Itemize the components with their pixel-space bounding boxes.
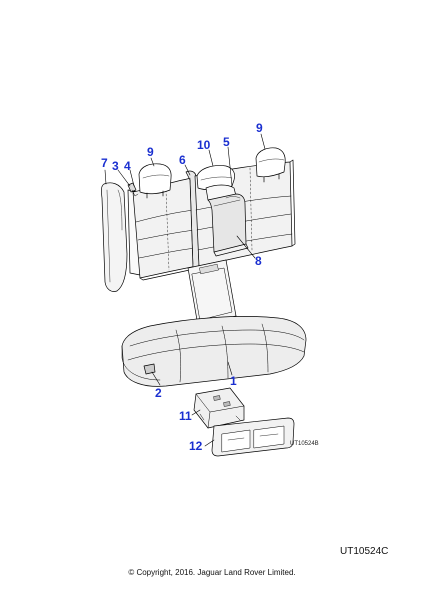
armrest-part	[207, 193, 249, 257]
callout-6: 6	[179, 153, 186, 167]
callout-4: 4	[124, 159, 131, 173]
callout-11: 11	[179, 409, 192, 423]
copyright-notice: © Copyright, 2016. Jaguar Land Rover Lim…	[128, 568, 296, 577]
left-headrest-part	[138, 163, 172, 199]
callout-5: 5	[223, 135, 230, 149]
bracket-module-part	[193, 387, 245, 429]
callout-7: 7	[101, 156, 108, 170]
right-headrest-part	[255, 147, 286, 183]
cupholder-trim-part	[211, 417, 295, 457]
callout-1: 1	[230, 374, 237, 388]
leader-lines	[104, 133, 266, 447]
latch-part	[127, 182, 139, 197]
seat-clip-part	[143, 363, 156, 375]
callout-12: 12	[189, 439, 203, 453]
diagram-code: UT10524C	[340, 546, 389, 557]
seat-cushion-part	[121, 316, 307, 387]
callout-3: 3	[112, 159, 119, 173]
callout-9-left: 9	[147, 145, 154, 159]
callout-10: 10	[197, 138, 211, 152]
image-reference-code: UT10524B	[290, 441, 319, 447]
left-backrest	[132, 177, 200, 281]
callout-2: 2	[155, 386, 162, 400]
callout-9-right: 9	[256, 121, 263, 135]
callout-8: 8	[255, 254, 262, 268]
side-bolster-part	[101, 182, 128, 292]
